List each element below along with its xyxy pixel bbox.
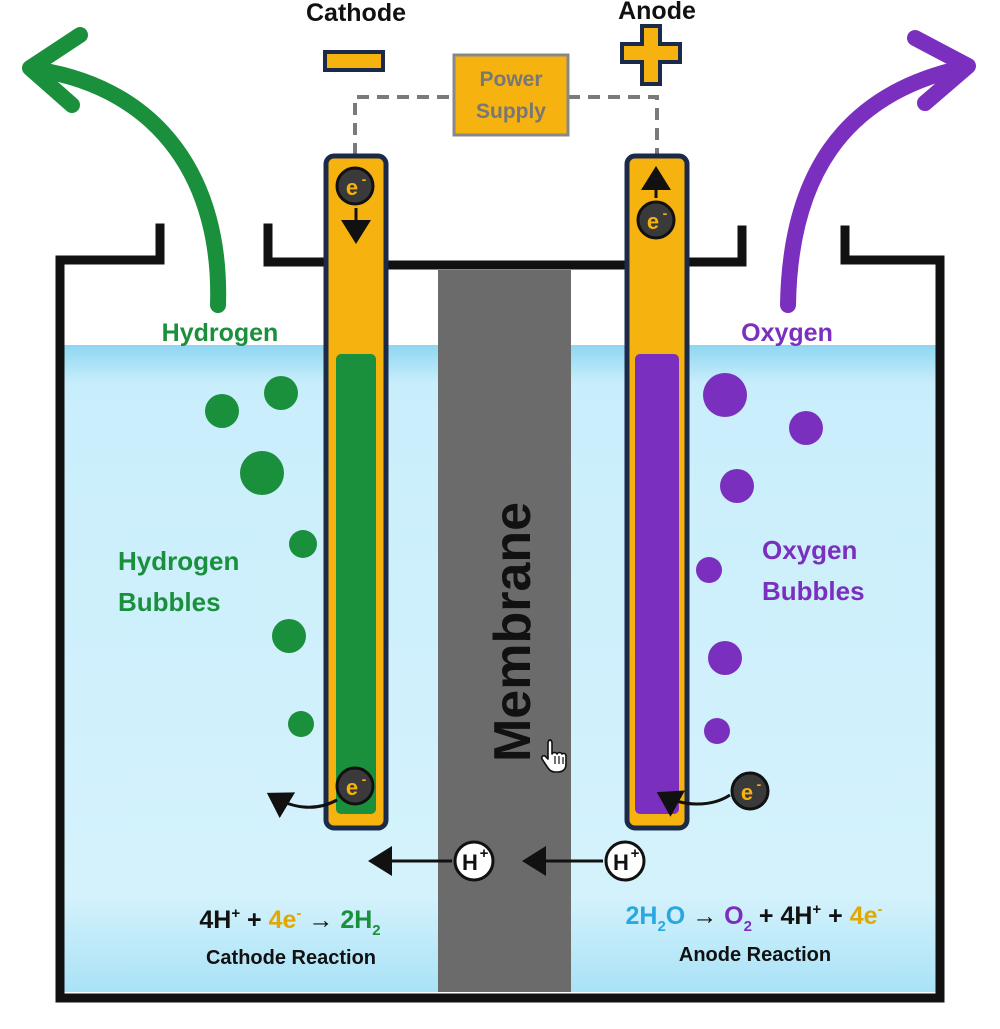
electron-curve-arrow-anode — [656, 790, 731, 817]
oxygen-bubble — [703, 373, 747, 417]
svg-text:-: - — [663, 205, 668, 221]
anode-label: Anode — [618, 0, 696, 25]
svg-text:H: H — [462, 850, 478, 875]
hydrogen-bubble — [240, 451, 284, 495]
svg-text:-: - — [362, 171, 367, 187]
minus-sign-icon — [323, 50, 385, 72]
wire-anode — [568, 95, 659, 155]
svg-text:+: + — [631, 845, 640, 862]
oxygen-bubble — [708, 641, 742, 675]
cathode-reaction-title: Cathode Reaction — [206, 947, 376, 969]
wire-cathode — [353, 95, 455, 155]
oxygen-bubble — [704, 718, 730, 744]
oxygen-bubble — [789, 411, 823, 445]
svg-text:e: e — [346, 775, 358, 800]
svg-text:+: + — [480, 845, 489, 862]
power-supply-label-1: Power — [479, 68, 542, 91]
svg-text:-: - — [757, 776, 762, 792]
plus-sign-icon — [620, 24, 682, 86]
oxygen-bubbles-label-2: Bubbles — [762, 576, 865, 606]
hydrogen-label: Hydrogen — [162, 319, 279, 347]
oxygen-bubble — [696, 557, 722, 583]
svg-text:e: e — [741, 780, 753, 805]
power-supply-box — [452, 53, 570, 137]
electron-curve-arrow-cathode — [266, 792, 338, 819]
proton-anode: H + — [604, 840, 646, 882]
oxygen-bubble — [720, 469, 754, 503]
membrane-label: Membrane — [484, 502, 542, 762]
hydrogen-bubble — [205, 394, 239, 428]
oxygen-bubbles-label-1: Oxygen — [762, 535, 857, 565]
electron-cathode-bottom: e - — [335, 766, 375, 806]
oxygen-bubbles — [696, 373, 823, 744]
electron-anode-bottom: e - — [730, 771, 770, 811]
power-supply-label-2: Supply — [476, 100, 546, 123]
cathode-electrode — [323, 153, 389, 831]
hydrogen-bubbles-label-1: Hydrogen — [118, 546, 239, 576]
svg-text:-: - — [362, 771, 367, 787]
hydrogen-outflow-arrow — [22, 27, 227, 313]
oxygen-label: Oxygen — [741, 319, 833, 347]
hand-pointer-icon — [540, 739, 567, 773]
svg-text:H: H — [613, 850, 629, 875]
hydrogen-bubble — [272, 619, 306, 653]
hydrogen-bubbles-label-2: Bubbles — [118, 587, 221, 617]
cathode-equation: 4H+ + 4e- → 2H2 — [199, 905, 380, 939]
electron-cathode-top: e - — [335, 166, 375, 206]
hydrogen-bubble — [264, 376, 298, 410]
oxygen-outflow-arrow — [780, 30, 976, 313]
hydrogen-bubble — [288, 711, 314, 737]
cathode-label: Cathode — [306, 0, 406, 27]
svg-text:e: e — [647, 209, 659, 234]
anode-reaction-title: Anode Reaction — [679, 944, 831, 966]
anode-equation: 2H2O → O2 + 4H+ + 4e- — [625, 901, 882, 935]
anode-electrode — [624, 153, 690, 831]
electron-anode-top: e - — [636, 200, 676, 240]
tank — [55, 223, 945, 1003]
hydrogen-bubbles — [205, 376, 317, 737]
proton-membrane: H + — [453, 840, 495, 882]
hydrogen-bubble — [289, 530, 317, 558]
svg-text:e: e — [346, 175, 358, 200]
